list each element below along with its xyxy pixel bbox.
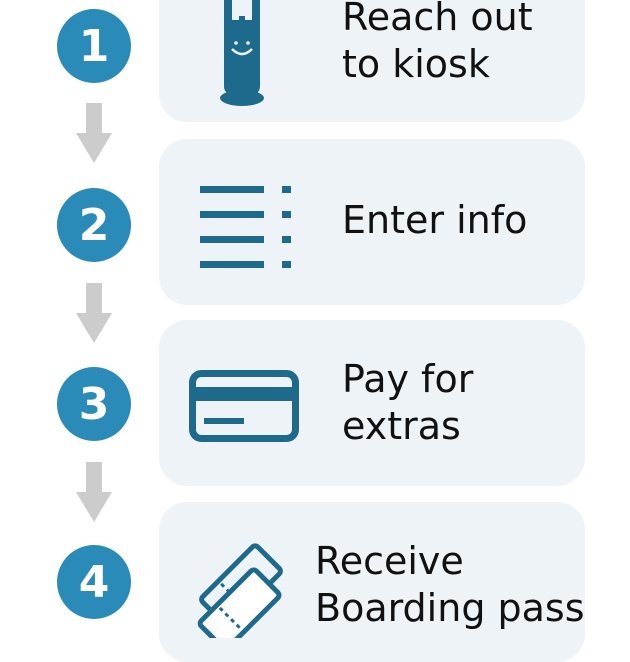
step-3-label: Pay for extras <box>342 357 474 448</box>
ticket-icon <box>197 543 283 638</box>
step-2-card: Enter info <box>159 139 585 305</box>
step-4-number: 4 <box>57 545 131 619</box>
step-3-card: Pay for extras <box>159 320 585 486</box>
step-1-card: Reach out to kiosk <box>159 0 585 122</box>
step-1-number: 1 <box>57 9 131 83</box>
kiosk-icon <box>220 0 264 106</box>
arrow-down-icon <box>76 462 112 522</box>
list-icon <box>200 186 291 268</box>
arrow-down-icon <box>76 103 112 163</box>
step-4-card: Receive Boarding pass <box>159 502 585 662</box>
arrow-down-icon <box>76 283 112 343</box>
step-2-label: Enter info <box>342 198 528 242</box>
step-3-number: 3 <box>57 367 131 441</box>
step-2-number: 2 <box>57 188 131 262</box>
credit-card-icon <box>189 370 299 442</box>
step-4-label: Receive Boarding pass <box>315 539 585 630</box>
step-1-label: Reach out to kiosk <box>342 0 533 86</box>
